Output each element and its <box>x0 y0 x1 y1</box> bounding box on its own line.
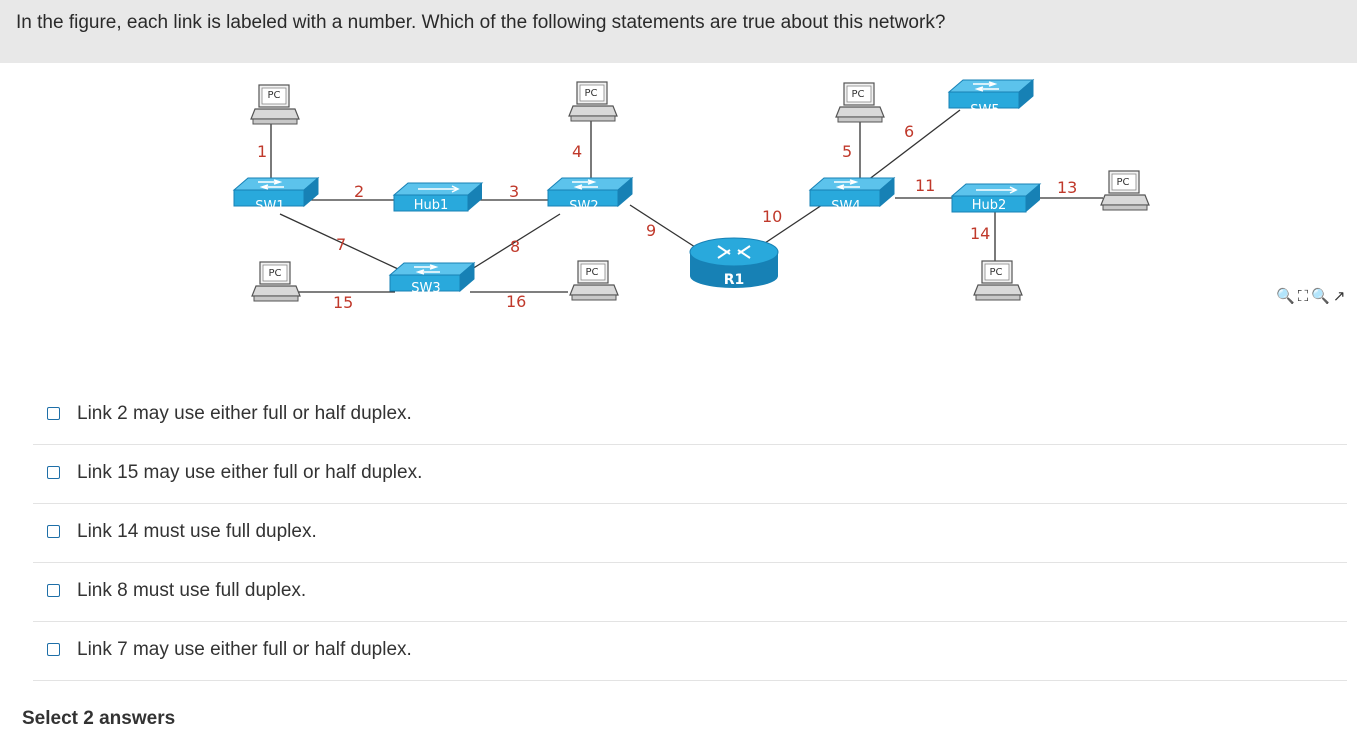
pc-label: PC <box>989 267 1002 278</box>
switch-sw3: SW3 <box>389 262 475 296</box>
question-text: In the figure, each link is labeled with… <box>16 12 946 33</box>
option-label: Link 15 may use either full or half dupl… <box>77 462 423 483</box>
open-external-icon[interactable]: ↗ <box>1332 288 1347 305</box>
sw1-label: SW1 <box>255 199 284 214</box>
link-label: 13 <box>1057 178 1077 197</box>
answer-options: Link 2 may use either full or half duple… <box>33 386 1347 681</box>
sw3-label: SW3 <box>411 281 440 296</box>
answer-option[interactable]: Link 14 must use full duplex. <box>33 504 1347 563</box>
zoom-out-icon[interactable]: 🔍 <box>1311 288 1331 305</box>
zoom-in-icon[interactable]: 🔍 <box>1276 288 1296 305</box>
r1-label: R1 <box>724 272 745 288</box>
switch-sw4: SW4 <box>809 177 895 214</box>
option-label: Link 7 may use either full or half duple… <box>77 639 412 660</box>
pc-icon: PC <box>569 260 619 301</box>
switch-sw1: SW1 <box>233 177 319 214</box>
router-r1: R1 <box>689 237 779 288</box>
checkbox[interactable] <box>47 643 60 656</box>
link-label: 4 <box>572 142 582 161</box>
pc-icon: PC <box>1100 170 1150 211</box>
sw5-label: SW5 <box>970 103 999 118</box>
answer-option[interactable]: Link 8 must use full duplex. <box>33 563 1347 622</box>
link-label: 5 <box>842 142 852 161</box>
network-diagram: PC PC PC PC PC PC PC SW1 SW2 SW3 SW4 SW5… <box>0 63 1357 363</box>
pc-label: PC <box>851 89 864 100</box>
checkbox[interactable] <box>47 525 60 538</box>
pc-label: PC <box>268 268 281 279</box>
link-label: 10 <box>762 207 782 226</box>
link-label: 2 <box>354 182 364 201</box>
answer-option[interactable]: Link 7 may use either full or half duple… <box>33 622 1347 681</box>
checkbox[interactable] <box>47 407 60 420</box>
link-label: 9 <box>646 221 656 240</box>
answer-option[interactable]: Link 15 may use either full or half dupl… <box>33 445 1347 504</box>
switch-sw2: SW2 <box>547 177 633 214</box>
hub2-label: Hub2 <box>972 198 1007 213</box>
checkbox[interactable] <box>47 466 60 479</box>
sw4-label: SW4 <box>831 199 860 214</box>
pc-icon: PC <box>568 81 618 122</box>
question-header: In the figure, each link is labeled with… <box>0 0 1357 63</box>
hub-hub2: Hub2 <box>950 183 1042 213</box>
select-instruction: Select 2 answers <box>22 708 176 729</box>
fullscreen-icon[interactable]: ⛶ <box>1297 288 1310 305</box>
link-label: 7 <box>336 235 346 254</box>
pc-label: PC <box>584 88 597 99</box>
sw2-label: SW2 <box>569 199 598 214</box>
hub-hub1: Hub1 <box>392 182 484 213</box>
link-label: 8 <box>510 237 520 256</box>
switch-sw5: SW5 <box>948 79 1034 118</box>
pc-icon: PC <box>250 84 300 125</box>
link-label: 16 <box>506 292 526 311</box>
option-label: Link 14 must use full duplex. <box>77 521 317 542</box>
link-label: 3 <box>509 182 519 201</box>
link-label: 6 <box>904 122 914 141</box>
pc-label: PC <box>585 267 598 278</box>
link-label: 15 <box>333 293 353 312</box>
answer-option[interactable]: Link 2 may use either full or half duple… <box>33 386 1347 445</box>
link-label: 1 <box>257 142 267 161</box>
hub1-label: Hub1 <box>414 198 449 213</box>
pc-label: PC <box>1116 177 1129 188</box>
pc-icon: PC <box>835 82 885 123</box>
checkbox[interactable] <box>47 584 60 597</box>
link-label: 14 <box>970 224 990 243</box>
pc-icon: PC <box>251 261 301 302</box>
pc-label: PC <box>267 90 280 101</box>
link-label: 11 <box>915 176 935 195</box>
figure-toolbar: 🔍⛶🔍↗ <box>1276 287 1348 305</box>
option-label: Link 2 may use either full or half duple… <box>77 403 412 424</box>
pc-icon: PC <box>973 260 1023 301</box>
option-label: Link 8 must use full duplex. <box>77 580 307 601</box>
